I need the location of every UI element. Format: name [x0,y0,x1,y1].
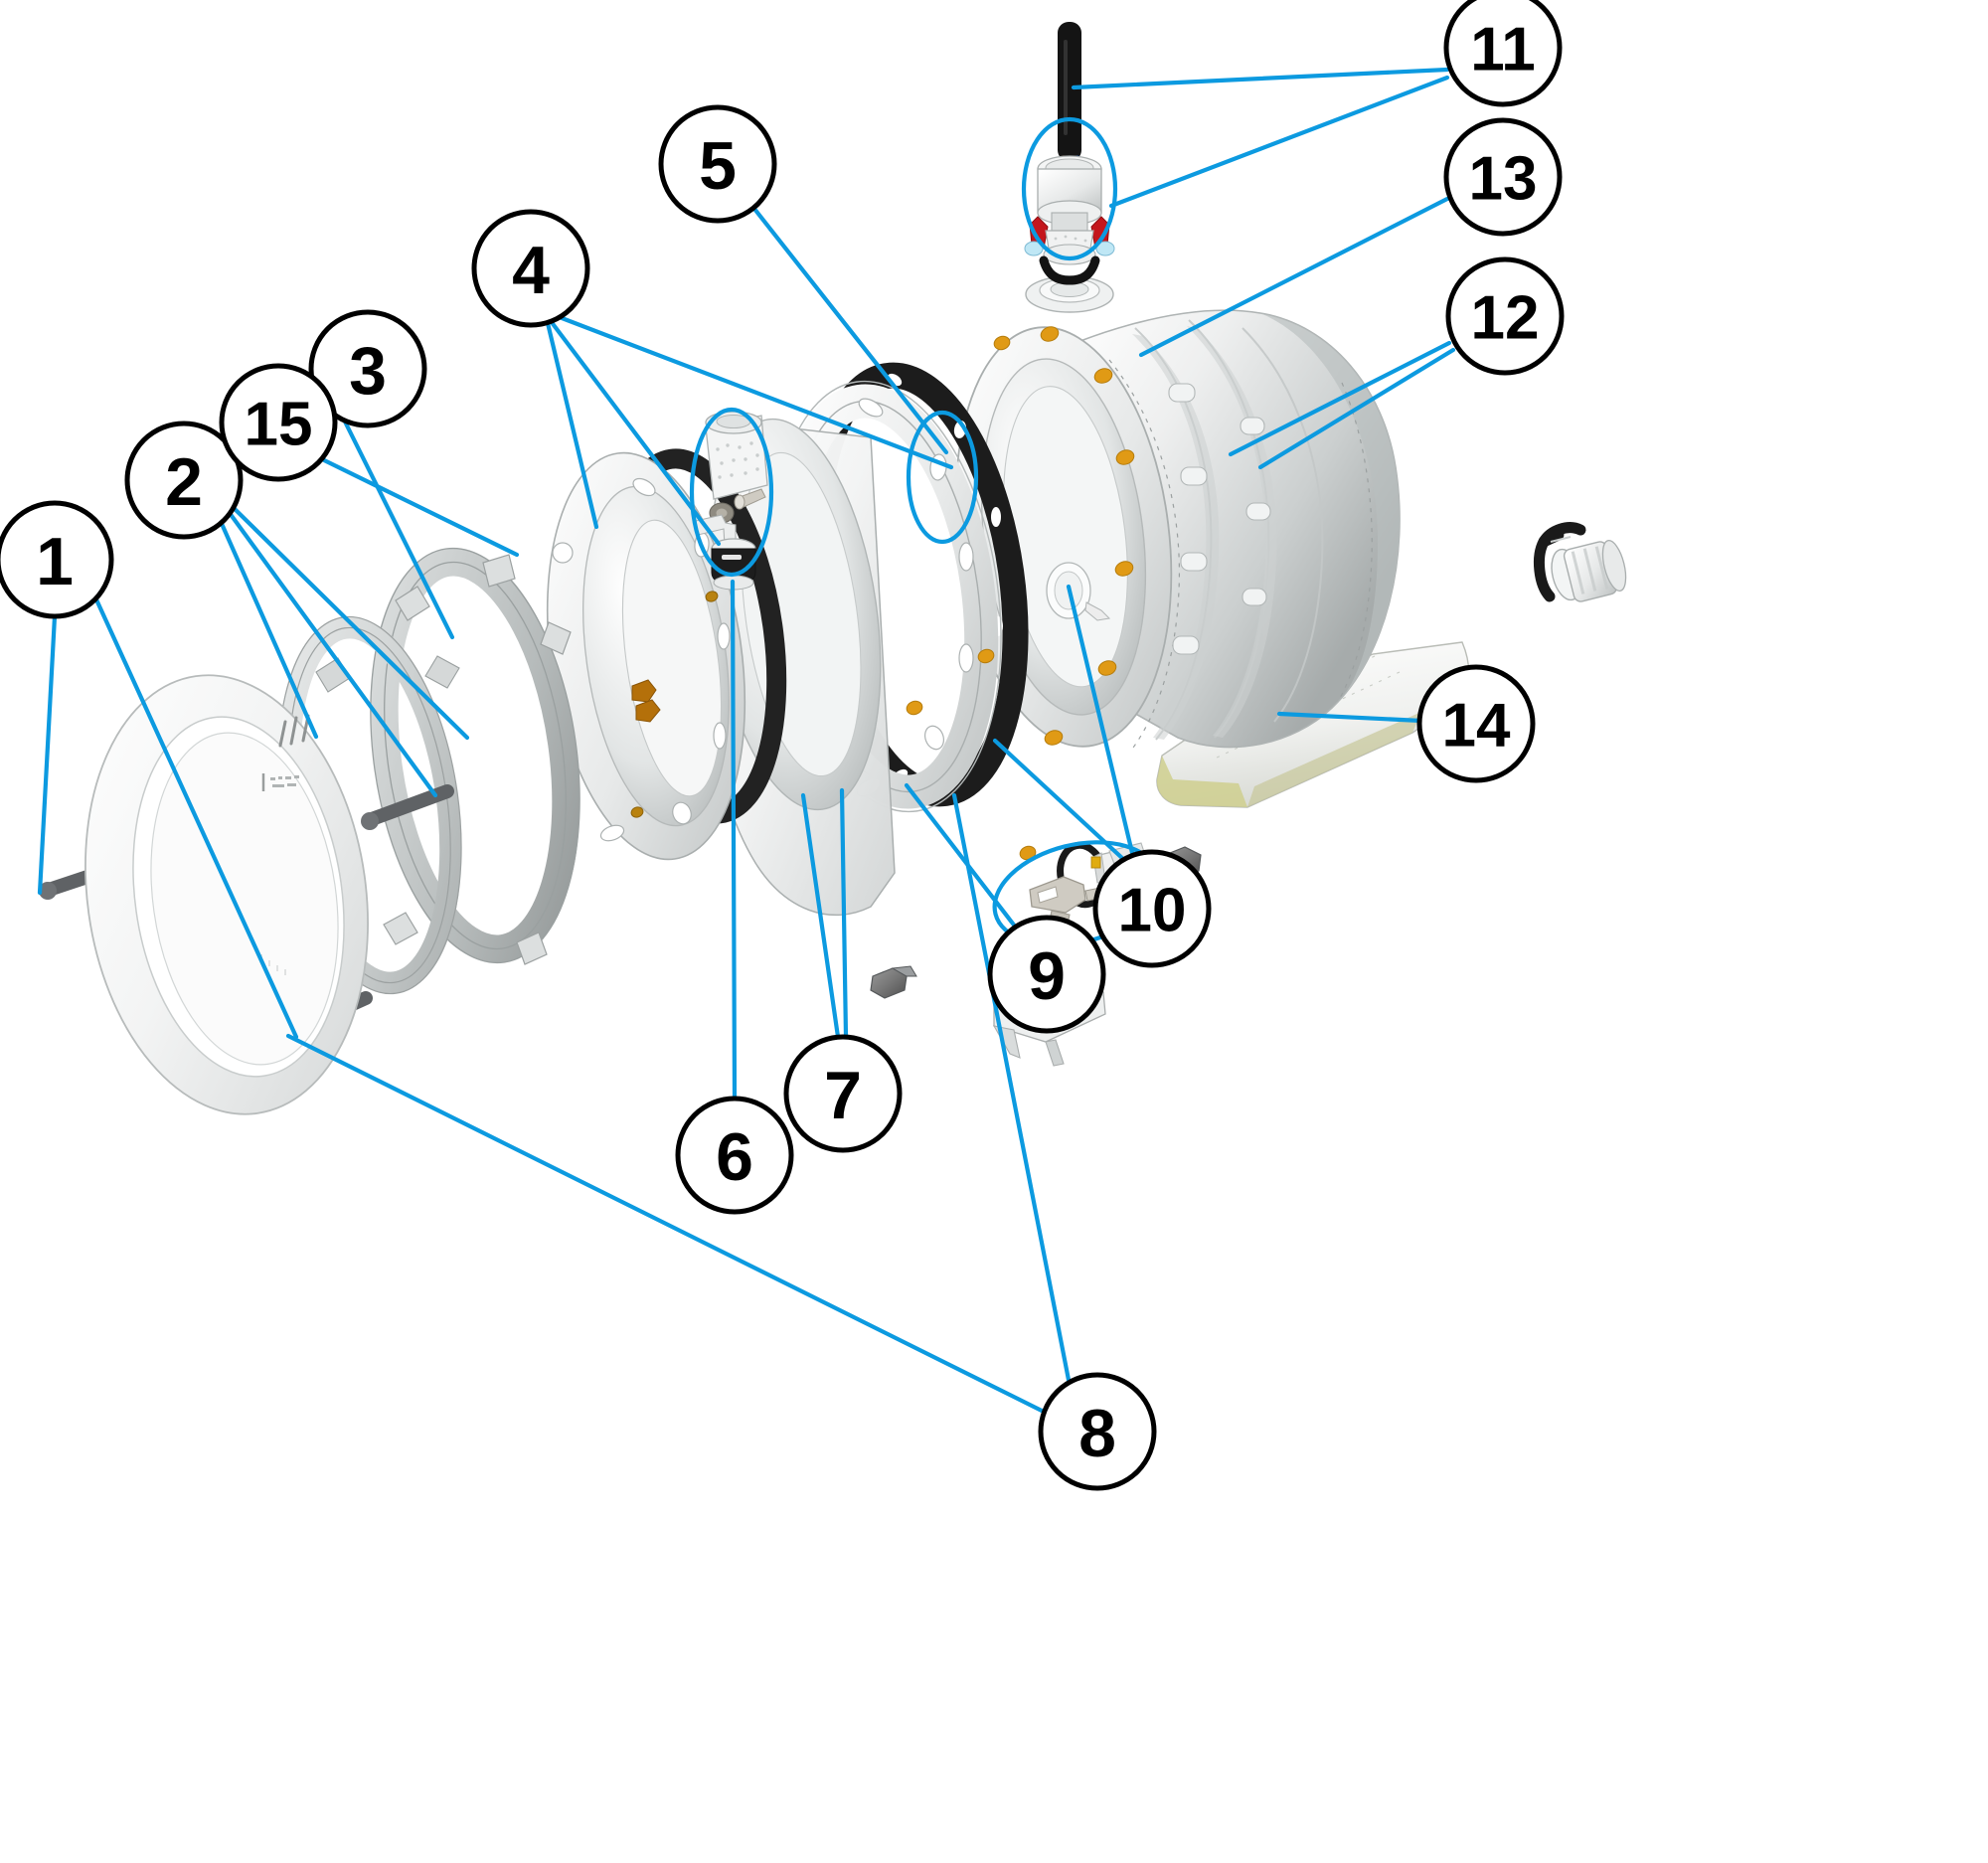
callout-circle-1 [0,500,114,619]
callout-circle-14 [1416,664,1536,783]
detail-circle-gasket-seam [906,410,979,545]
callout-label-3: 3 [349,333,387,409]
part-clamp-ring [370,547,580,965]
callout-9[interactable]: 9 [987,915,1106,1034]
callout-2[interactable]: 2 [124,421,244,540]
callout-circle-10 [1092,849,1212,968]
callout-circle-5 [658,104,777,224]
part-cable-gland [1533,522,1627,602]
detail-circle-connector [1021,116,1118,261]
leader-14 [1276,711,1424,724]
callout-label-11: 11 [1470,16,1536,85]
leader-2-c [228,502,470,741]
leader-10-a [992,738,1127,863]
leader-6 [730,579,738,1101]
callout-1[interactable]: 1 [0,500,114,619]
callout-circle-9 [987,915,1106,1034]
leader-11-b [1108,75,1450,209]
callout-label-13: 13 [1469,145,1538,214]
callout-label-4: 4 [512,233,550,308]
callout-5[interactable]: 5 [658,104,777,224]
callout-7[interactable]: 7 [783,1034,903,1153]
callout-label-2: 2 [165,444,203,520]
callout-6[interactable]: 6 [675,1096,794,1215]
leader-11-a [1071,67,1450,90]
part-supply-cable-connector [1024,22,1115,285]
leader-7-a [800,792,841,1040]
leader-9 [904,782,1019,931]
leader-2-b [224,506,438,798]
leader-12-a [1228,340,1452,457]
part-hex-bolt-flange [870,965,917,999]
callout-circle-6 [675,1096,794,1215]
leader-10-b [1066,584,1136,860]
leader-8-a [285,1033,1047,1415]
part-reflector-body [546,451,746,861]
leader-13 [1138,196,1450,358]
callout-3[interactable]: 3 [308,309,427,428]
callout-14[interactable]: 14 [1416,664,1536,783]
callout-13[interactable]: 13 [1443,117,1563,237]
callout-label-15: 15 [245,391,313,459]
leader-15 [315,454,520,558]
detail-circle-lamp-socket [689,407,774,578]
callout-label-14: 14 [1442,692,1511,761]
callout-circle-11 [1443,0,1563,107]
callout-8[interactable]: 8 [1038,1372,1157,1491]
leader-4-a [545,320,599,530]
callout-11[interactable]: 11 [1443,0,1563,107]
callout-label-10: 10 [1118,877,1187,945]
callout-label-5: 5 [699,128,737,204]
callout-circle-13 [1443,117,1563,237]
leader-7-b [839,787,849,1040]
leader-4-b [548,318,722,547]
callout-label-1: 1 [36,524,74,599]
callout-label-12: 12 [1471,284,1540,353]
leader-1-a [37,613,58,896]
callout-circle-8 [1038,1372,1157,1491]
callout-4[interactable]: 4 [471,209,590,328]
leader-3 [338,411,455,640]
leader-12-b [1257,347,1456,470]
callout-circle-7 [783,1034,903,1153]
leader-4-c [554,313,954,470]
leader-lines-group [37,67,1456,1415]
leader-8-b [951,792,1072,1383]
callout-label-8: 8 [1078,1396,1116,1471]
callout-10[interactable]: 10 [1092,849,1212,968]
callout-circle-4 [471,209,590,328]
leader-1-b [92,594,299,1040]
callout-label-9: 9 [1028,938,1066,1014]
leader-2-a [216,514,319,740]
callout-12[interactable]: 12 [1445,256,1565,376]
callout-circle-12 [1445,256,1565,376]
callout-15[interactable]: 15 [219,363,338,482]
callout-label-6: 6 [716,1119,753,1195]
callout-circle-2 [124,421,244,540]
callout-circle-15 [219,363,338,482]
callout-label-7: 7 [824,1058,862,1133]
part-trim-bezel-ring [84,674,369,1115]
leader-5 [747,201,949,455]
callout-circle-3 [308,309,427,428]
